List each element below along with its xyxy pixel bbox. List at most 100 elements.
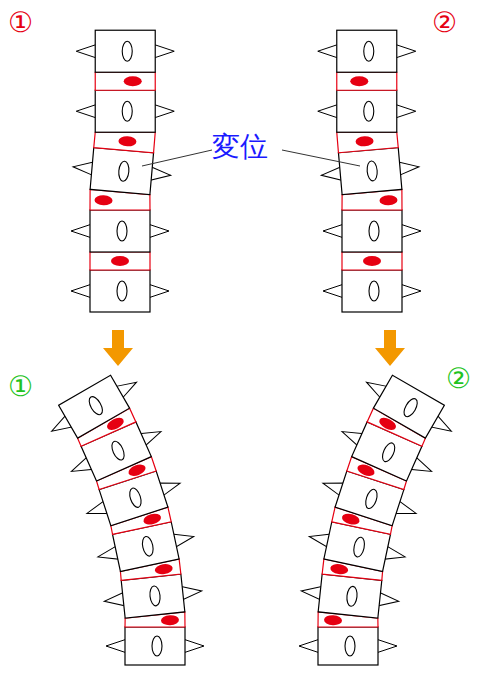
vertebra	[71, 270, 169, 312]
disc-outline	[342, 252, 402, 270]
vertebra	[323, 210, 421, 252]
nucleus-pulposus	[154, 563, 173, 576]
vertebral-body	[125, 627, 185, 665]
vertebra	[357, 366, 461, 448]
pedicle-oval	[117, 221, 127, 241]
pedicle-oval	[345, 636, 355, 656]
pedicle-oval	[352, 536, 366, 558]
transverse-process	[400, 224, 421, 238]
nucleus-pulposus	[118, 136, 136, 147]
transverse-process	[299, 639, 320, 653]
intervertebral-disc	[90, 252, 150, 270]
pedicle-oval	[152, 636, 162, 656]
spine-column	[299, 366, 461, 665]
disc-outline	[90, 252, 150, 270]
transverse-process	[71, 284, 92, 298]
pedicle-oval	[122, 41, 132, 61]
transverse-process	[76, 104, 97, 118]
pedicle-oval	[109, 439, 126, 461]
vertebral-body	[90, 210, 150, 252]
vertebra	[299, 627, 397, 665]
vertebral-body	[337, 30, 397, 72]
transverse-process	[71, 224, 92, 238]
intervertebral-disc	[342, 252, 402, 270]
vertebra	[106, 627, 204, 665]
vertebra	[299, 572, 400, 620]
vertebra	[320, 146, 421, 196]
transverse-process	[318, 44, 339, 58]
transverse-process	[323, 284, 344, 298]
vertebral-body	[318, 574, 382, 618]
intervertebral-disc	[337, 72, 397, 90]
transverse-process	[106, 639, 127, 653]
pedicle-oval	[401, 397, 420, 419]
pedicle-oval	[369, 281, 379, 301]
vertebra	[71, 146, 172, 196]
spine-column	[42, 366, 204, 665]
vertebra	[76, 90, 174, 132]
down-arrow	[103, 330, 133, 366]
pedicle-oval	[128, 487, 144, 509]
pedicle-oval	[118, 161, 130, 182]
transverse-process	[376, 639, 397, 653]
vertebral-body	[318, 627, 378, 665]
vertebral-body	[90, 148, 153, 195]
transverse-process	[148, 284, 169, 298]
annotation-label: 変位	[212, 132, 268, 163]
pedicle-oval	[117, 281, 127, 301]
vertebral-body	[121, 574, 185, 618]
transverse-process	[153, 44, 174, 58]
spine-columns	[42, 30, 461, 665]
nucleus-pulposus	[94, 195, 112, 206]
nucleus-pulposus	[124, 76, 142, 86]
vertebra	[318, 30, 416, 72]
pedicle-oval	[369, 221, 379, 241]
vertebral-body	[338, 148, 401, 195]
nucleus-pulposus	[111, 256, 129, 266]
nucleus-pulposus	[379, 195, 397, 206]
vertebral-body	[90, 270, 150, 312]
vertebra	[318, 90, 416, 132]
vertebral-body	[342, 210, 402, 252]
transverse-process	[148, 224, 169, 238]
pedicle-oval	[346, 586, 358, 607]
transverse-process	[183, 639, 204, 653]
callout-number: ①	[8, 372, 33, 403]
vertebra	[42, 366, 146, 448]
vertebra	[323, 270, 421, 312]
vertebral-body	[59, 375, 130, 438]
pedicle-oval	[380, 441, 397, 463]
nucleus-pulposus	[161, 615, 179, 626]
transverse-process	[153, 104, 174, 118]
intervertebral-disc	[95, 72, 155, 90]
nucleus-pulposus	[324, 615, 342, 626]
transverse-process	[395, 44, 416, 58]
vertebra	[76, 30, 174, 72]
pedicle-oval	[364, 41, 374, 61]
nucleus-pulposus	[330, 563, 349, 576]
disc-outline	[337, 72, 397, 90]
transverse-process	[76, 44, 97, 58]
transverse-process	[395, 104, 416, 118]
pedicle-oval	[366, 161, 378, 182]
pedicle-oval	[141, 535, 155, 557]
transverse-process	[323, 224, 344, 238]
spine-column	[71, 30, 174, 312]
transverse-process	[318, 104, 339, 118]
pedicle-oval	[364, 101, 374, 121]
transverse-process	[400, 284, 421, 298]
callout-number: ①	[8, 8, 33, 39]
disc-outline	[95, 72, 155, 90]
vertebral-body	[342, 270, 402, 312]
vertebral-body	[337, 90, 397, 132]
vertebra	[71, 210, 169, 252]
spine-column	[318, 30, 421, 312]
callout-number: ②	[432, 8, 457, 39]
pedicle-oval	[86, 395, 105, 417]
nucleus-pulposus	[355, 136, 373, 147]
pedicle-oval	[149, 585, 161, 606]
vertebral-body	[95, 30, 155, 72]
callout-number: ②	[446, 364, 471, 395]
